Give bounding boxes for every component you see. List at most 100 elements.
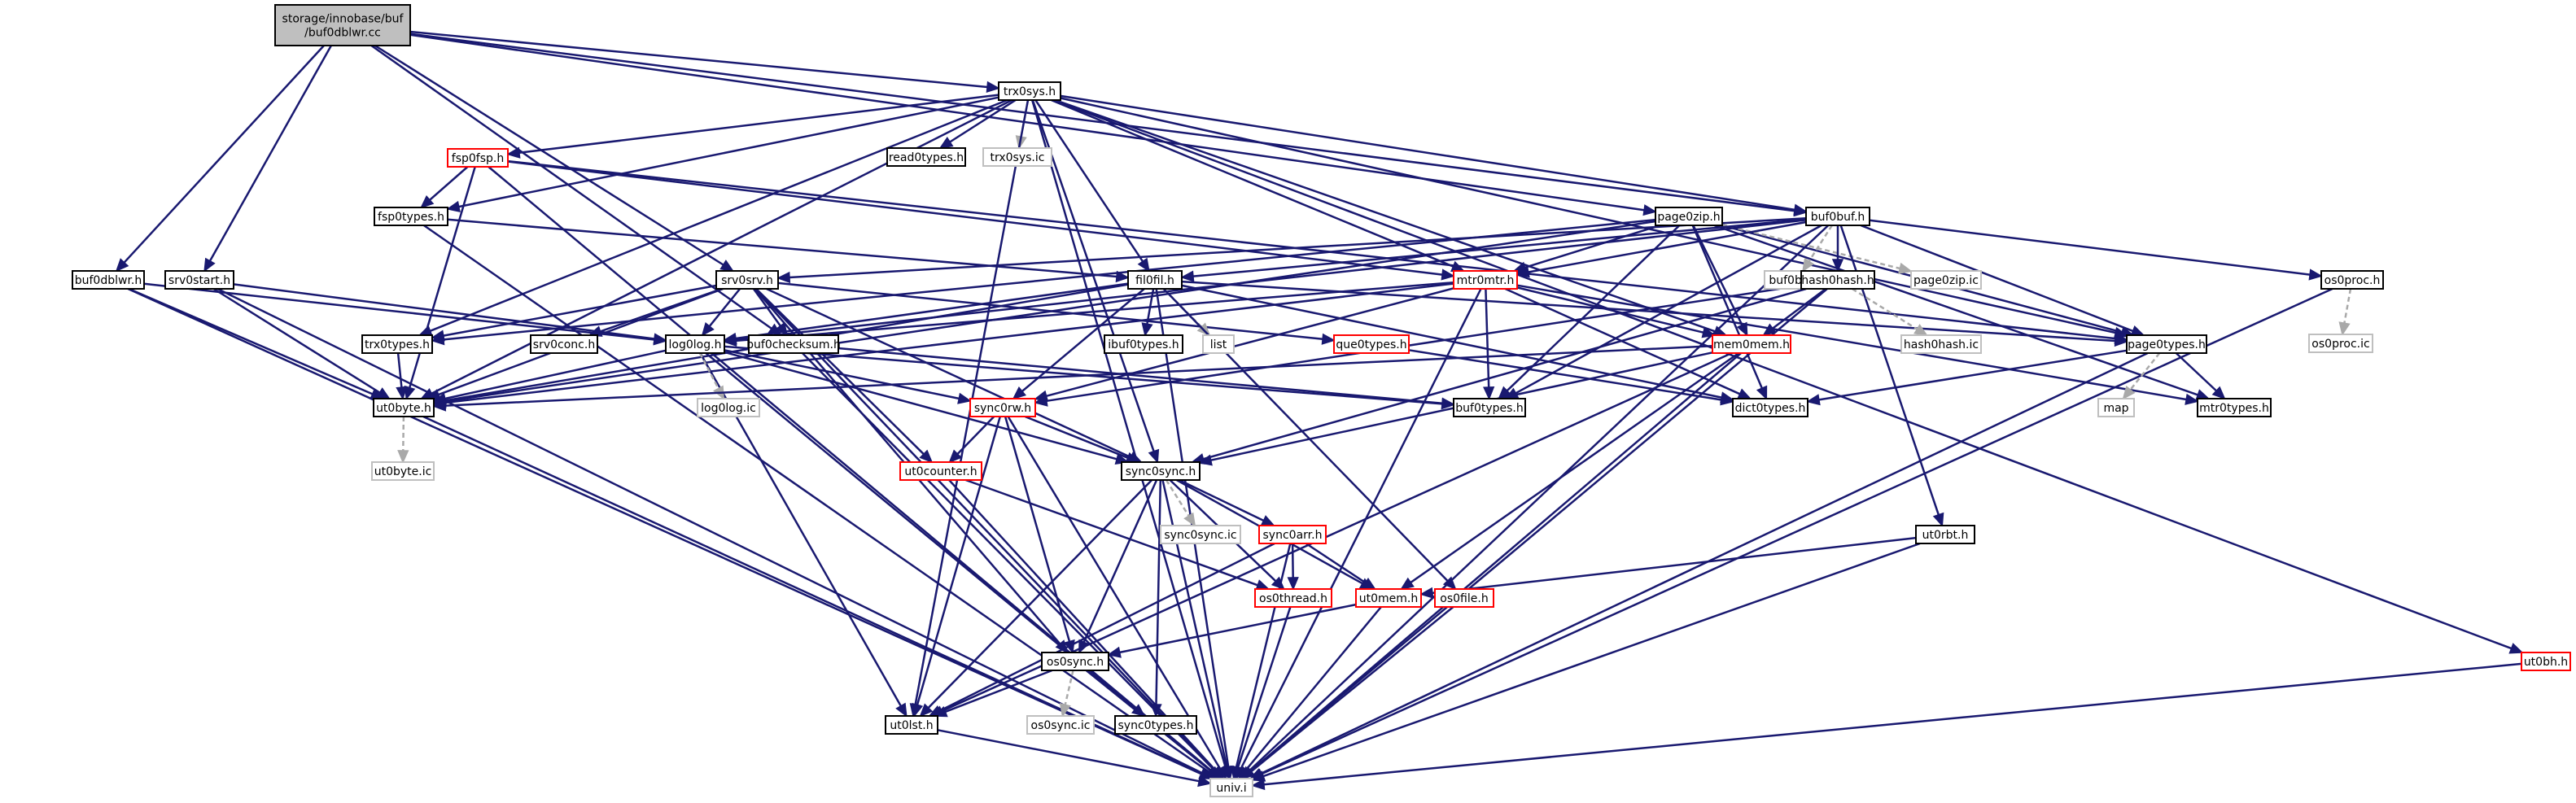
node-buf0buf-h[interactable]: buf0buf.h xyxy=(1805,207,1870,226)
node-srv0srv-h[interactable]: srv0srv.h xyxy=(715,270,779,290)
node-sync0arr-h[interactable]: sync0arr.h xyxy=(1258,525,1327,544)
node-sync0sync-h[interactable]: sync0sync.h xyxy=(1121,461,1201,481)
node-box xyxy=(374,207,448,226)
node-page0zip-ic[interactable]: page0zip.ic xyxy=(1910,270,1982,290)
node-sync0sync-ic[interactable]: sync0sync.ic xyxy=(1160,525,1241,544)
node-map[interactable]: map xyxy=(2097,398,2135,417)
edge-line xyxy=(735,219,1807,341)
node-trx0sys-ic[interactable]: trx0sys.ic xyxy=(982,147,1052,167)
node-root[interactable]: storage/innobase/buf/buf0dblwr.cc xyxy=(274,4,411,46)
node-univ-i[interactable]: univ.i xyxy=(1209,778,1253,797)
node-srv0conc-h[interactable]: srv0conc.h xyxy=(530,334,598,354)
edge-line xyxy=(443,284,717,337)
edge-trx0sys_h-to-fsp0fsp_h xyxy=(506,94,999,159)
edge-line xyxy=(1034,99,1144,262)
node-label: fsp0fsp.h xyxy=(452,152,504,165)
edge-line xyxy=(724,349,960,400)
node-trx0types-h[interactable]: trx0types.h xyxy=(361,334,433,354)
node-page0zip-h[interactable]: page0zip.h xyxy=(1655,207,1723,226)
node-ibuf0types-h[interactable]: ibuf0types.h xyxy=(1104,334,1183,354)
node-label: read0types.h xyxy=(889,151,964,164)
node-box xyxy=(1160,525,1241,544)
node-mem0mem-h[interactable]: mem0mem.h xyxy=(1712,334,1791,354)
node-buf0dblwr-h[interactable]: buf0dblwr.h xyxy=(72,270,145,290)
edge-line xyxy=(735,282,1129,340)
node-ut0rbt-h[interactable]: ut0rbt.h xyxy=(1915,525,1975,544)
node-buf0checksum-h[interactable]: buf0checksum.h xyxy=(746,334,841,354)
edge-page0types_h-to-dict0types_h xyxy=(1806,349,2128,406)
edge-line xyxy=(1240,288,1482,770)
edge-fsp0fsp_h-to-fsp0types_h xyxy=(420,166,469,209)
node-log0log-h[interactable]: log0log.h xyxy=(665,334,725,354)
edge-line xyxy=(1250,288,1828,772)
node-buf0types-h[interactable]: buf0types.h xyxy=(1453,398,1526,417)
node-label: buf0types.h xyxy=(1455,402,1524,415)
edge-buf0buf_h-to-buf0buf_ic xyxy=(1802,225,1833,273)
node-box xyxy=(274,4,411,46)
node-ut0lst-h[interactable]: ut0lst.h xyxy=(885,715,938,735)
node-fsp0types-h[interactable]: fsp0types.h xyxy=(374,207,448,226)
node-label: ut0byte.h xyxy=(376,402,431,415)
node-fil0fil-h[interactable]: fil0fil.h xyxy=(1127,270,1183,290)
edge-line xyxy=(1260,351,2149,775)
edge-ut0rbt_h-to-univ_i xyxy=(1251,542,1921,782)
node-mtr0types-h[interactable]: mtr0types.h xyxy=(2197,398,2272,417)
node-ut0mem-h[interactable]: ut0mem.h xyxy=(1355,588,1422,608)
node-ut0byte-ic[interactable]: ut0byte.ic xyxy=(371,461,435,481)
node-os0thread-h[interactable]: os0thread.h xyxy=(1254,588,1332,608)
node-os0proc-h[interactable]: os0proc.h xyxy=(2320,270,2384,290)
node-read0types-h[interactable]: read0types.h xyxy=(886,147,966,167)
edge-srv0srv_h-to-que0types_h xyxy=(777,281,1336,345)
node-sync0types-h[interactable]: sync0types.h xyxy=(1114,715,1197,735)
node-box xyxy=(1800,270,1875,290)
node-box xyxy=(1355,588,1422,608)
node-label: sync0types.h xyxy=(1118,719,1194,732)
edge-root-to-srv0srv_h xyxy=(374,44,735,273)
node-fsp0fsp-h[interactable]: fsp0fsp.h xyxy=(447,148,509,168)
edge-line xyxy=(1263,662,2522,786)
node-label: os0proc.ic xyxy=(2311,338,2369,351)
node-hash0hash-h[interactable]: hash0hash.h xyxy=(1800,270,1875,290)
edge-arrowhead xyxy=(115,258,129,273)
edge-line xyxy=(1432,536,1917,595)
node-mtr0mtr-h[interactable]: mtr0mtr.h xyxy=(1453,270,1518,290)
node-ut0byte-h[interactable]: ut0byte.h xyxy=(373,398,435,417)
node-box xyxy=(1202,334,1235,354)
node-list[interactable]: list xyxy=(1202,334,1235,354)
node-log0log-ic[interactable]: log0log.ic xyxy=(697,398,760,417)
node-ut0counter-h[interactable]: ut0counter.h xyxy=(899,461,982,481)
node-label: sync0sync.ic xyxy=(1164,529,1236,542)
node-srv0start-h[interactable]: srv0start.h xyxy=(164,270,234,290)
node-os0sync-h[interactable]: os0sync.h xyxy=(1041,652,1109,671)
edge-line xyxy=(208,45,332,262)
node-ut0bh-h[interactable]: ut0bh.h xyxy=(2521,652,2571,671)
node-os0sync-ic[interactable]: os0sync.ic xyxy=(1026,715,1095,735)
node-label: list xyxy=(1210,338,1227,351)
edge-line xyxy=(1082,479,1158,643)
node-box xyxy=(2320,270,2384,290)
node-label: srv0start.h xyxy=(168,274,230,287)
node-label: os0sync.h xyxy=(1047,656,1104,669)
edge-arrowhead xyxy=(1148,448,1160,464)
edge-line xyxy=(1808,225,1833,262)
edge-line xyxy=(944,669,1053,714)
node-label: os0sync.ic xyxy=(1031,719,1091,732)
node-dict0types-h[interactable]: dict0types.h xyxy=(1732,398,1808,417)
edge-arrowhead xyxy=(2114,334,2128,347)
edge-arrowhead xyxy=(2211,386,2226,400)
edge-sync0arr_h-to-os0thread_h xyxy=(1287,543,1299,591)
node-os0file-h[interactable]: os0file.h xyxy=(1434,588,1494,608)
node-sync0rw-h[interactable]: sync0rw.h xyxy=(969,398,1036,417)
edge-line xyxy=(1060,94,1795,212)
node-label: hash0hash.ic xyxy=(1904,338,1979,351)
node-label: buf0buf.h xyxy=(1811,211,1865,224)
node-que0types-h[interactable]: que0types.h xyxy=(1333,334,1410,354)
edge-arrowhead xyxy=(1241,766,1256,780)
node-label: os0thread.h xyxy=(1259,592,1327,605)
node-hash0hash-ic[interactable]: hash0hash.ic xyxy=(1900,334,1982,354)
edge-sync0arr_h-to-ut0mem_h xyxy=(1305,542,1376,591)
node-os0proc-ic[interactable]: os0proc.ic xyxy=(2308,334,2373,353)
edge-line xyxy=(1236,606,1292,769)
node-trx0sys-h[interactable]: trx0sys.h xyxy=(998,81,1061,101)
node-page0types-h[interactable]: page0types.h xyxy=(2126,334,2207,354)
